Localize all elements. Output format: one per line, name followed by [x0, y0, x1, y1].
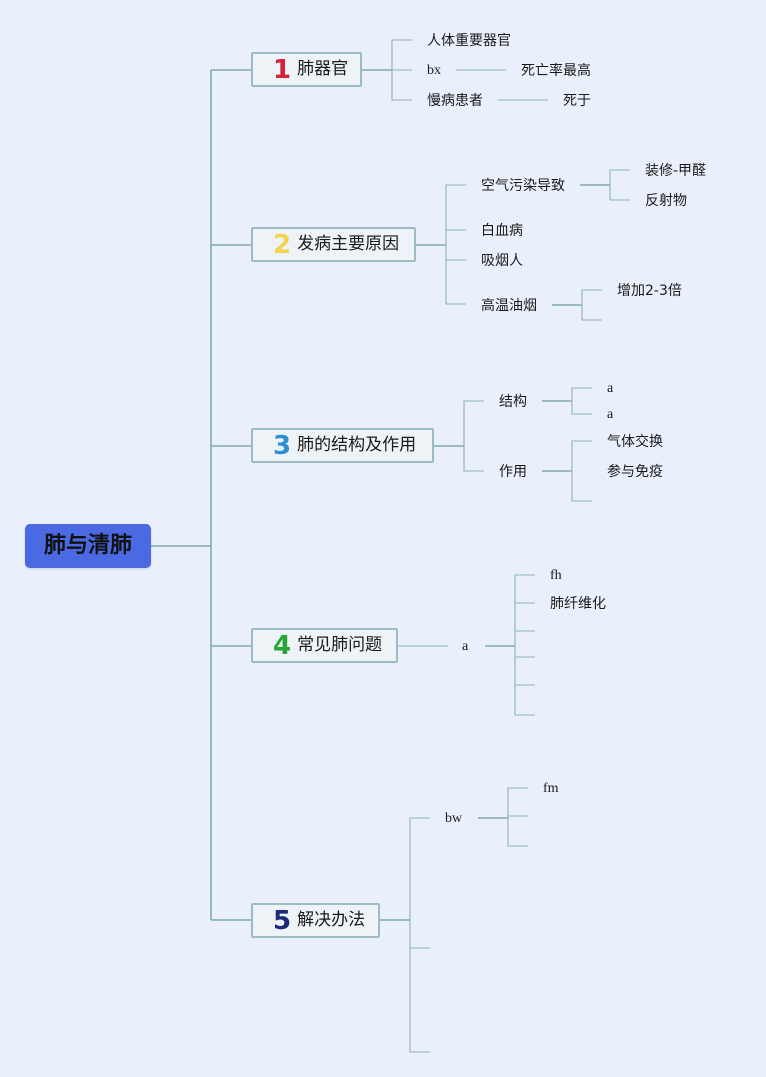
b1-leaf-vital-organ[interactable]: 人体重要器官 [427, 33, 511, 49]
branch-4-number: 4 [273, 630, 292, 661]
b5-leaf-fm[interactable]: fm [543, 781, 559, 796]
branch-3-label: 肺的结构及作用 [297, 435, 417, 455]
branch-5-number: 5 [273, 905, 292, 936]
b5-bw-bracket [507, 787, 528, 847]
b2-oil-bracket [581, 289, 602, 321]
b2-leaf-increase[interactable]: 增加2-3倍 [617, 283, 682, 299]
b4-a-bracket [514, 574, 535, 716]
root-title: 肺与清肺 [43, 533, 132, 558]
b3-leaf-a2[interactable]: a [607, 407, 614, 422]
b2-leaf-radioactive[interactable]: 反射物 [645, 193, 687, 209]
b4-leaf-fh[interactable]: fh [550, 568, 562, 583]
b3-leaf-function[interactable]: 作用 [499, 464, 527, 480]
branch-1-number: 1 [273, 54, 292, 85]
b3-leaf-structure[interactable]: 结构 [499, 394, 527, 410]
root-node[interactable]: 肺与清肺 [25, 524, 151, 568]
b4-leaf-fibrosis[interactable]: 肺纤维化 [550, 596, 606, 612]
b1-leaf-chronic-patients[interactable]: 慢病患者 [427, 93, 483, 109]
b2-leaf-renovation[interactable]: 装修-甲醛 [645, 163, 707, 179]
b2-leaf-cooking-fumes[interactable]: 高温油烟 [481, 298, 537, 314]
branch-2-node[interactable]: 2 发病主要原因 [251, 227, 416, 262]
b1-leaf-died-of[interactable]: 死于 [563, 93, 591, 109]
b3-func-bracket [571, 440, 592, 502]
branch-3-number: 3 [273, 430, 292, 461]
branch-4-label: 常见肺问题 [297, 635, 383, 655]
b2-leaf-air-pollution[interactable]: 空气污染导致 [481, 178, 565, 194]
branch-3-node[interactable]: 3 肺的结构及作用 [251, 428, 434, 463]
branch-5-node[interactable]: 5 解决办法 [251, 903, 380, 938]
b2-leaf-smokers[interactable]: 吸烟人 [481, 253, 523, 269]
branch-2-label: 发病主要原因 [297, 234, 400, 254]
b3-leaf-gas-exchange[interactable]: 气体交换 [607, 434, 663, 450]
branch-1-node[interactable]: 1 肺器官 [251, 52, 362, 87]
b5-leaf-bw[interactable]: bw [445, 811, 463, 826]
b3-leaf-immunity[interactable]: 参与免疫 [607, 464, 663, 480]
b3-leaf-a1[interactable]: a [607, 381, 614, 396]
b4-leaf-a[interactable]: a [462, 639, 469, 654]
b5-bracket [409, 817, 430, 1053]
b2-leaf-leukemia[interactable]: 白血病 [481, 223, 523, 239]
b2-air-bracket [609, 169, 630, 201]
branch-4-node[interactable]: 4 常见肺问题 [251, 628, 398, 663]
b1-leaf-highest-mortality[interactable]: 死亡率最高 [521, 63, 591, 79]
b2-bracket [445, 184, 466, 305]
branch-1-label: 肺器官 [297, 59, 349, 79]
b1-leaf-bx[interactable]: bx [427, 63, 441, 78]
b3-struct-bracket [571, 387, 592, 415]
b3-bracket [463, 400, 484, 472]
branch-5-label: 解决办法 [297, 910, 366, 930]
branch-2-number: 2 [273, 229, 292, 260]
